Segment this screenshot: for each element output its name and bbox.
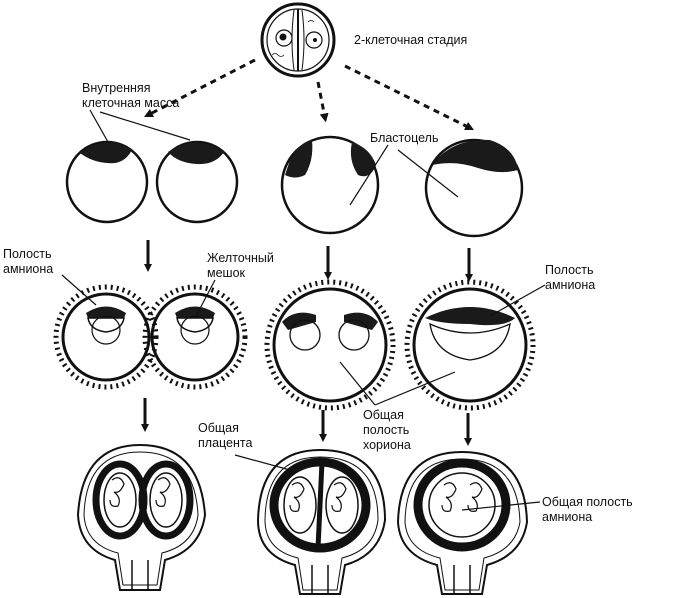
label-common-amnion-1: Общая полость xyxy=(542,495,633,509)
blastocyst-left-a xyxy=(65,140,149,224)
label-yolk-sac-2: мешок xyxy=(207,266,246,280)
uterus-left xyxy=(76,443,207,591)
label-common-chorion-3: хориона xyxy=(363,438,411,452)
label-blastocoel: Бластоцель xyxy=(370,131,438,145)
pointer-lines-row4 xyxy=(234,454,541,511)
implanted-right xyxy=(404,279,536,411)
label-common-placenta-2: плацента xyxy=(198,436,252,450)
blastocyst-left-b xyxy=(155,140,239,224)
two-cell-zygote xyxy=(260,2,336,78)
blastocyst-right xyxy=(424,138,524,238)
label-yolk-sac-1: Желточный xyxy=(207,251,274,265)
blastocyst-middle xyxy=(280,135,380,235)
uterus-middle xyxy=(256,448,387,595)
label-common-amnion-2: амниона xyxy=(542,510,592,524)
implanted-middle xyxy=(264,279,396,411)
label-inner-cell-mass-1: Внутренняя xyxy=(82,81,150,95)
label-amnion-cavity-right-2: амниона xyxy=(545,278,595,292)
label-common-chorion-1: Общая xyxy=(363,408,404,422)
label-amnion-cavity-left-2: амниона xyxy=(3,262,53,276)
labels: 2-клеточная стадия Внутренняя клеточная … xyxy=(3,33,633,524)
label-amnion-cavity-right-1: Полость xyxy=(545,263,594,277)
label-common-chorion-2: полость xyxy=(363,423,409,437)
pointer-lines-row1 xyxy=(89,109,459,206)
uterus-right xyxy=(396,450,529,595)
label-common-placenta-1: Общая xyxy=(198,421,239,435)
arrows-row3 xyxy=(141,398,472,446)
implanted-left-b xyxy=(142,284,248,390)
label-amnion-cavity-left-1: Полость xyxy=(3,247,52,261)
pointer-lines-row3 xyxy=(61,274,546,406)
label-inner-cell-mass-2: клеточная масса xyxy=(82,96,179,110)
dashed-arrows xyxy=(143,58,475,131)
implanted-left-a xyxy=(53,284,159,390)
arrows-row2 xyxy=(144,240,473,282)
label-two-cell-stage: 2-клеточная стадия xyxy=(354,33,467,47)
